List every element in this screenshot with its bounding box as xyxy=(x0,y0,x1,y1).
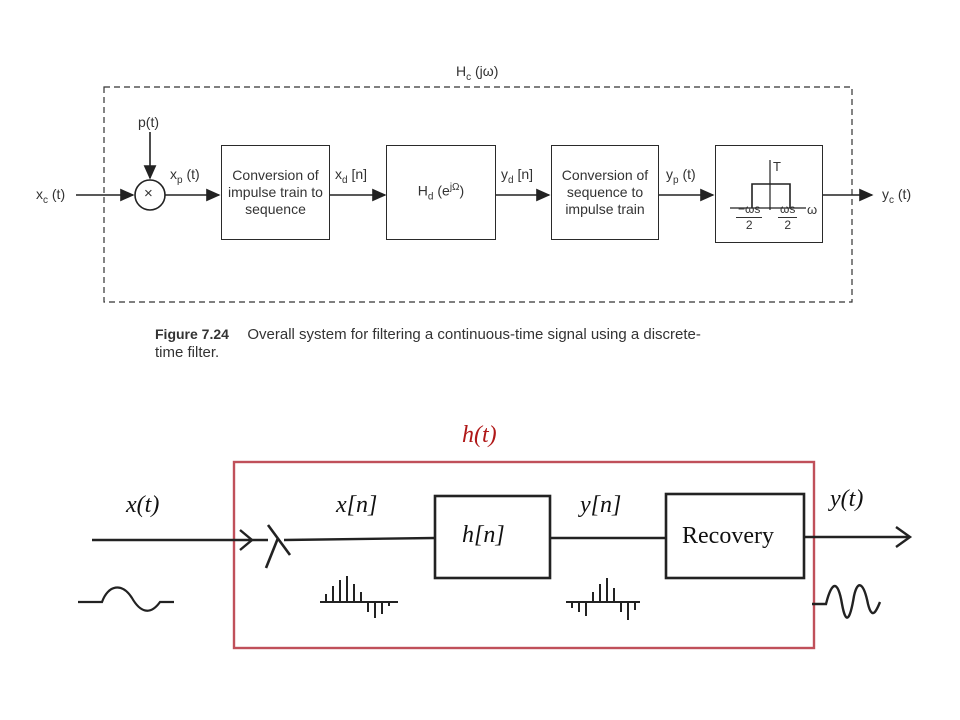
output-waveform-sketch xyxy=(812,584,882,619)
xn-sequence-sketch xyxy=(320,576,398,618)
xp-label: xp (t) xyxy=(170,166,200,186)
system-label-ht: h(t) xyxy=(462,422,497,448)
output-label-yt: y(t) xyxy=(830,486,864,512)
bottom-figure-drawing xyxy=(78,460,913,650)
block-discrete-filter-hd: Hd (ejΩ) xyxy=(386,145,496,240)
top-figure-wiring xyxy=(76,86,874,303)
system-label-hc: Hc (jω) xyxy=(456,63,499,83)
figure-number: Figure 7.24 xyxy=(155,326,229,342)
pulse-label-p: p(t) xyxy=(138,114,159,130)
sequence-label-yn: y[n] xyxy=(580,492,622,518)
caption-line-1: Overall system for filtering a continuou… xyxy=(247,326,701,343)
filter-gain-label: T xyxy=(773,159,781,174)
figure-caption: Figure 7.24 Overall system for filtering… xyxy=(155,325,815,362)
yn-sequence-sketch xyxy=(566,578,640,620)
filter-cutoff-right: ωs 2 xyxy=(778,202,798,232)
block-impulse-to-sequence: Conversion of impulse train to sequence xyxy=(221,145,330,240)
block-lowpass-filter: T −ωs 2 ωs 2 ω xyxy=(715,145,823,243)
input-label-xc: xc (t) xyxy=(36,186,66,206)
sequence-label-xn: x[n] xyxy=(336,492,378,518)
block-label-hn: h[n] xyxy=(462,522,505,548)
filter-cutoff-left: −ωs 2 xyxy=(736,202,763,232)
block-sequence-to-impulse: Conversion of sequence to impulse train xyxy=(551,145,659,240)
caption-line-2: time filter. xyxy=(155,344,220,361)
top-figure: Hc (jω) xc (t) p(t) × xp (t) Conversion … xyxy=(36,63,912,362)
output-label-yc: yc (t) xyxy=(882,186,912,206)
system-enclosure xyxy=(232,460,816,650)
bottom-figure: h(t) x(t) x[n] h[n] y[n] Recovery y(t) xyxy=(0,380,960,720)
multiplier-symbol: × xyxy=(144,185,153,202)
hn-block xyxy=(433,494,552,580)
input-waveform-sketch xyxy=(78,586,174,612)
recovery-label: Recovery xyxy=(682,523,774,549)
yp-label: yp (t) xyxy=(666,166,696,186)
yd-label: yd [n] xyxy=(501,166,534,186)
lowpass-response-graph xyxy=(730,160,806,210)
xd-label: xd [n] xyxy=(335,166,368,186)
filter-axis-omega: ω xyxy=(807,202,818,217)
input-label-xt: x(t) xyxy=(126,492,160,518)
